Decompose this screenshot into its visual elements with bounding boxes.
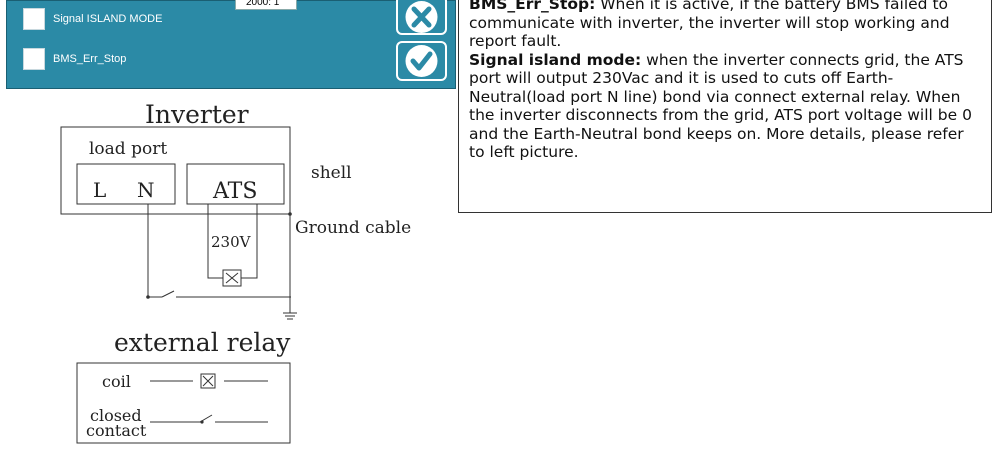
inverter-shell-box: [60, 126, 291, 215]
signal-island-mode-checkbox[interactable]: [23, 8, 45, 30]
relay-title: external relay: [114, 328, 291, 357]
load-port-label: load port: [89, 139, 167, 159]
bms-paragraph: BMS_Err_Stop: When it is active, if the …: [469, 0, 981, 51]
n-label: N: [137, 178, 155, 202]
bms-err-stop-label: BMS_Err_Stop: [53, 53, 127, 65]
time-field[interactable]: 2000: 1: [235, 0, 297, 10]
bms-title: BMS_Err_Stop:: [469, 0, 596, 13]
island-text: when the inverter connects grid, the ATS…: [469, 50, 972, 162]
bms-err-stop-checkbox[interactable]: [23, 48, 45, 70]
description-box: BMS_Err_Stop: When it is active, if the …: [458, 0, 992, 213]
ln-box: [76, 163, 176, 205]
l-label: L: [93, 178, 106, 202]
close-icon: [405, 1, 438, 33]
cancel-button[interactable]: [396, 0, 447, 35]
settings-panel: 2000: 1 Signal ISLAND MODE BMS_Err_Stop: [6, 0, 456, 89]
signal-island-mode-label: Signal ISLAND MODE: [53, 13, 163, 25]
confirm-button[interactable]: [396, 41, 447, 81]
voltage-label: 230V: [211, 233, 252, 251]
relay-box: [76, 362, 291, 444]
wiring-diagram: Inverter load port L N ATS shell Ground …: [60, 100, 411, 444]
ats-label: ATS: [212, 179, 257, 204]
ats-box: [186, 163, 285, 205]
island-title: Signal island mode:: [469, 50, 642, 69]
bms-text: When it is active, if the battery BMS fa…: [469, 0, 950, 50]
action-buttons: [392, 0, 452, 89]
coil-label: coil: [102, 372, 131, 391]
contact-label: contact: [86, 421, 147, 440]
inverter-title: Inverter: [145, 100, 249, 129]
island-paragraph: Signal island mode: when the inverter co…: [469, 51, 981, 162]
option-bms-err-stop[interactable]: BMS_Err_Stop: [23, 48, 126, 70]
check-icon: [405, 45, 438, 77]
option-signal-island-mode[interactable]: Signal ISLAND MODE: [23, 8, 162, 30]
ground-cable-label: Ground cable: [295, 218, 411, 238]
shell-label: shell: [311, 163, 352, 183]
closed-label: closed: [90, 406, 142, 425]
